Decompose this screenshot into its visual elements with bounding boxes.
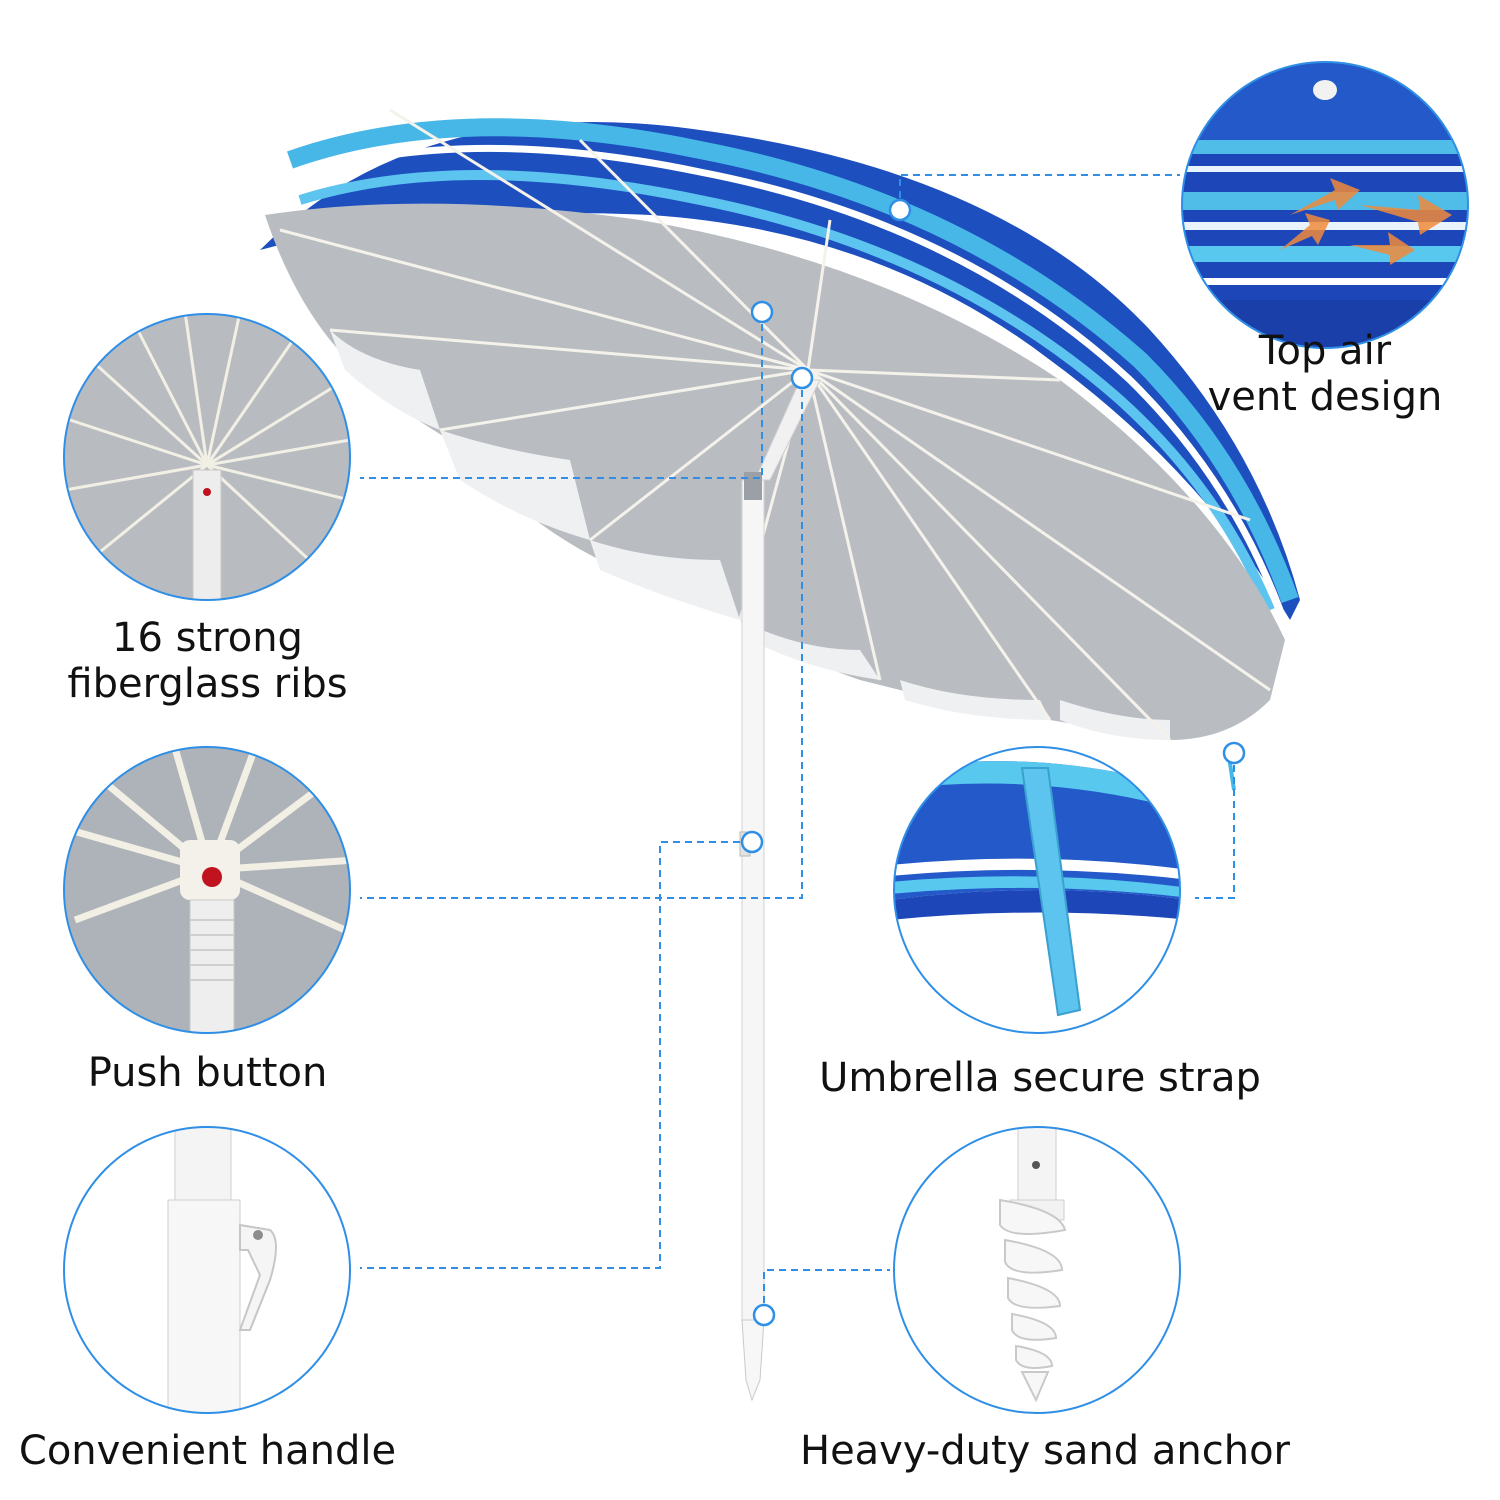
- caption-line: vent design: [1207, 374, 1443, 420]
- caption-line: fiberglass ribs: [67, 661, 348, 707]
- detail-sand-anchor: [893, 1126, 1181, 1414]
- caption-line: Top air: [1258, 328, 1392, 374]
- umbrella: [260, 108, 1300, 1402]
- leader-secure-strap: [1195, 753, 1235, 899]
- marker-fiberglass-ribs: [750, 300, 774, 324]
- caption-line: Heavy-duty sand anchor: [799, 1428, 1291, 1474]
- canopy-scallops: [330, 330, 1170, 740]
- sand-anchor-small: [741, 1319, 765, 1402]
- marker-top-air-vent: [888, 198, 912, 222]
- leader-sand-anchor: [763, 1269, 890, 1315]
- leader-top-air-vent: [899, 174, 1180, 210]
- canopy-ribs: [279, 108, 1271, 742]
- leader-convenient-handle: [360, 841, 752, 1269]
- leader-lines: [360, 174, 1235, 1315]
- leader-markers: [740, 198, 1246, 1327]
- canopy-stripe-light-2: [298, 170, 1275, 612]
- detail-convenient-handle: [63, 1126, 351, 1414]
- caption-line: 16 strong: [112, 615, 303, 661]
- leader-fiberglass-ribs: [360, 312, 763, 479]
- marker-convenient-handle: [740, 830, 764, 854]
- umbrella-pole-upper: [754, 379, 821, 481]
- caption-secure-strap: Umbrella secure strap: [790, 1055, 1290, 1101]
- canopy-stripe-white: [288, 144, 1284, 612]
- marker-sand-anchor: [752, 1303, 776, 1327]
- caption-convenient-handle: Convenient handle: [15, 1428, 400, 1474]
- caption-push-button: Push button: [50, 1050, 365, 1096]
- detail-push-button: [63, 746, 351, 1034]
- detail-fiberglass-ribs: [63, 313, 351, 601]
- leader-push-button: [360, 378, 803, 899]
- caption-sand-anchor: Heavy-duty sand anchor: [790, 1428, 1300, 1474]
- canopy-underside: [265, 203, 1285, 741]
- detail-top-air-vent: [1181, 61, 1469, 349]
- caption-line: Push button: [87, 1050, 328, 1096]
- marker-secure-strap: [1222, 741, 1246, 765]
- detail-secure-strap: [893, 746, 1181, 1034]
- caption-fiberglass-ribs: 16 strong fiberglass ribs: [30, 615, 385, 707]
- umbrella-pole: [741, 479, 765, 1321]
- marker-push-button: [790, 366, 814, 390]
- pole-hinge: [744, 472, 762, 500]
- canopy-top: [260, 122, 1300, 620]
- caption-line: Convenient handle: [18, 1428, 397, 1474]
- caption-line: Umbrella secure strap: [819, 1055, 1261, 1101]
- caption-top-air-vent: Top air vent design: [1205, 328, 1445, 420]
